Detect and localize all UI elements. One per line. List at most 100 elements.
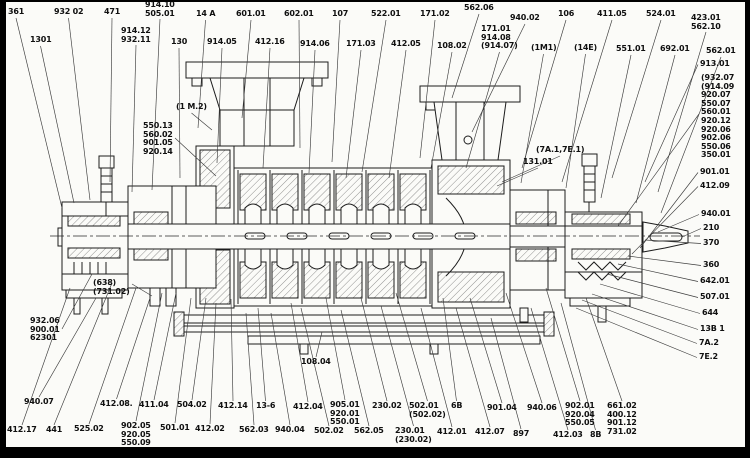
leader-line xyxy=(109,17,113,183)
leader-line xyxy=(505,292,543,404)
leader-line xyxy=(21,287,71,426)
oiler-right xyxy=(581,153,598,212)
leader-line xyxy=(617,113,700,227)
part-callout: 412.05 xyxy=(391,39,421,48)
leader-line xyxy=(419,19,436,159)
leader-line xyxy=(451,13,480,99)
part-callout: 14 A xyxy=(196,9,216,18)
leader-line xyxy=(131,44,137,193)
leader-line xyxy=(611,19,662,179)
part-callout: 914.05 xyxy=(207,37,237,46)
part-callout: 601.01 xyxy=(236,9,266,18)
leader-line xyxy=(606,273,699,298)
part-callout: 13B 1 xyxy=(700,324,725,333)
leader-line xyxy=(197,19,206,129)
leader-line xyxy=(290,302,309,403)
leader-line xyxy=(135,292,163,422)
leader-line xyxy=(174,137,217,177)
part-callout: 130 xyxy=(171,37,188,46)
leader-line xyxy=(420,307,453,428)
leader-line xyxy=(40,45,75,204)
part-callout: 692.01 xyxy=(660,44,690,53)
leader-line xyxy=(361,19,387,173)
part-callout: 412.16 xyxy=(255,37,285,46)
leader-line xyxy=(442,297,457,402)
leader-line xyxy=(581,299,698,344)
part-callout: 914.12 932.11 xyxy=(121,26,151,44)
part-callout: 940.04 xyxy=(275,425,305,434)
part-callout: 551.01 xyxy=(616,44,646,53)
leader-line xyxy=(131,283,153,297)
part-callout: 7A.2 xyxy=(699,338,719,347)
part-callout: 412.09 xyxy=(700,181,730,190)
part-callout: 171.02 xyxy=(420,9,450,18)
part-callout: 1301 xyxy=(30,35,52,44)
leader-line xyxy=(575,307,698,358)
leader-line xyxy=(635,54,676,204)
part-callout: 902.01 920.04 550.05 xyxy=(565,401,595,428)
part-callout: 644 xyxy=(702,308,719,317)
part-callout: 411.05 xyxy=(597,9,627,18)
part-callout: 8B xyxy=(590,430,602,439)
part-callout: 562.05 xyxy=(354,426,384,435)
part-callout: 502.02 xyxy=(314,426,344,435)
part-callout: 905.01 920.01 550.01 xyxy=(330,400,360,427)
leader-line xyxy=(560,302,596,431)
part-callout: 901.04 xyxy=(487,403,517,412)
leader-line xyxy=(68,17,91,201)
part-callout: 370 xyxy=(703,238,720,247)
part-callout: 412.17 xyxy=(7,425,37,434)
part-callout: 412.04 xyxy=(293,402,323,411)
part-callout: 412.03 xyxy=(553,430,583,439)
part-callout: (14E) xyxy=(574,43,597,52)
part-callout: 412.14 xyxy=(218,401,248,410)
leader-line xyxy=(660,56,722,214)
part-callout: 108.04 xyxy=(301,357,331,366)
leader-line xyxy=(617,263,699,282)
leader-line xyxy=(53,282,113,426)
part-callout: 7E.2 xyxy=(699,352,718,361)
part-callout: 423.01 562.10 xyxy=(691,13,721,31)
leader-line xyxy=(308,49,316,174)
part-callout: 471 xyxy=(104,7,121,16)
part-callout: 940.07 xyxy=(24,397,54,406)
leader-line xyxy=(38,297,97,398)
leader-line xyxy=(631,186,699,255)
leader-line xyxy=(151,18,161,191)
part-callout: 411.04 xyxy=(139,400,169,409)
leader-line xyxy=(591,293,699,330)
bearing-housing-right xyxy=(564,153,643,323)
part-callout: 441 xyxy=(46,425,63,434)
part-callout: 412.08. xyxy=(100,399,133,408)
leader-line xyxy=(331,19,341,163)
leader-line xyxy=(257,307,266,402)
part-callout: 501.01 xyxy=(160,423,190,432)
part-callout: 902.05 920.05 550.09 xyxy=(121,421,151,448)
part-callout: 914.10 505.01 xyxy=(145,0,175,18)
leader-line xyxy=(209,302,217,425)
leader-line xyxy=(325,297,346,401)
part-callout: 360 xyxy=(703,260,720,269)
part-callout: 901.01 xyxy=(700,167,730,176)
leader-line xyxy=(496,167,539,187)
part-callout: 940.01 xyxy=(701,209,731,218)
leader-line xyxy=(430,51,453,169)
leader-line xyxy=(644,239,702,244)
leader-line xyxy=(315,331,323,358)
part-callout: 550.13 560.02 901.05 920.14 xyxy=(143,121,173,156)
leader-line xyxy=(469,297,503,404)
leader-line xyxy=(340,309,370,427)
part-callout: 502.01 (502.02) xyxy=(409,401,446,419)
leader-line xyxy=(153,292,177,401)
leader-line xyxy=(174,297,192,424)
leader-line xyxy=(216,47,223,164)
leader-line xyxy=(262,47,271,169)
leader-line xyxy=(230,298,234,402)
part-callout: 932.06 900.01 62301 xyxy=(30,316,60,343)
part-callout: 171.03 xyxy=(346,39,376,48)
leader-line xyxy=(644,64,699,183)
leader-line xyxy=(300,307,330,427)
leader-line xyxy=(465,51,500,169)
part-callout: 642.01 xyxy=(700,276,730,285)
part-callout: 940.02 xyxy=(510,13,540,22)
